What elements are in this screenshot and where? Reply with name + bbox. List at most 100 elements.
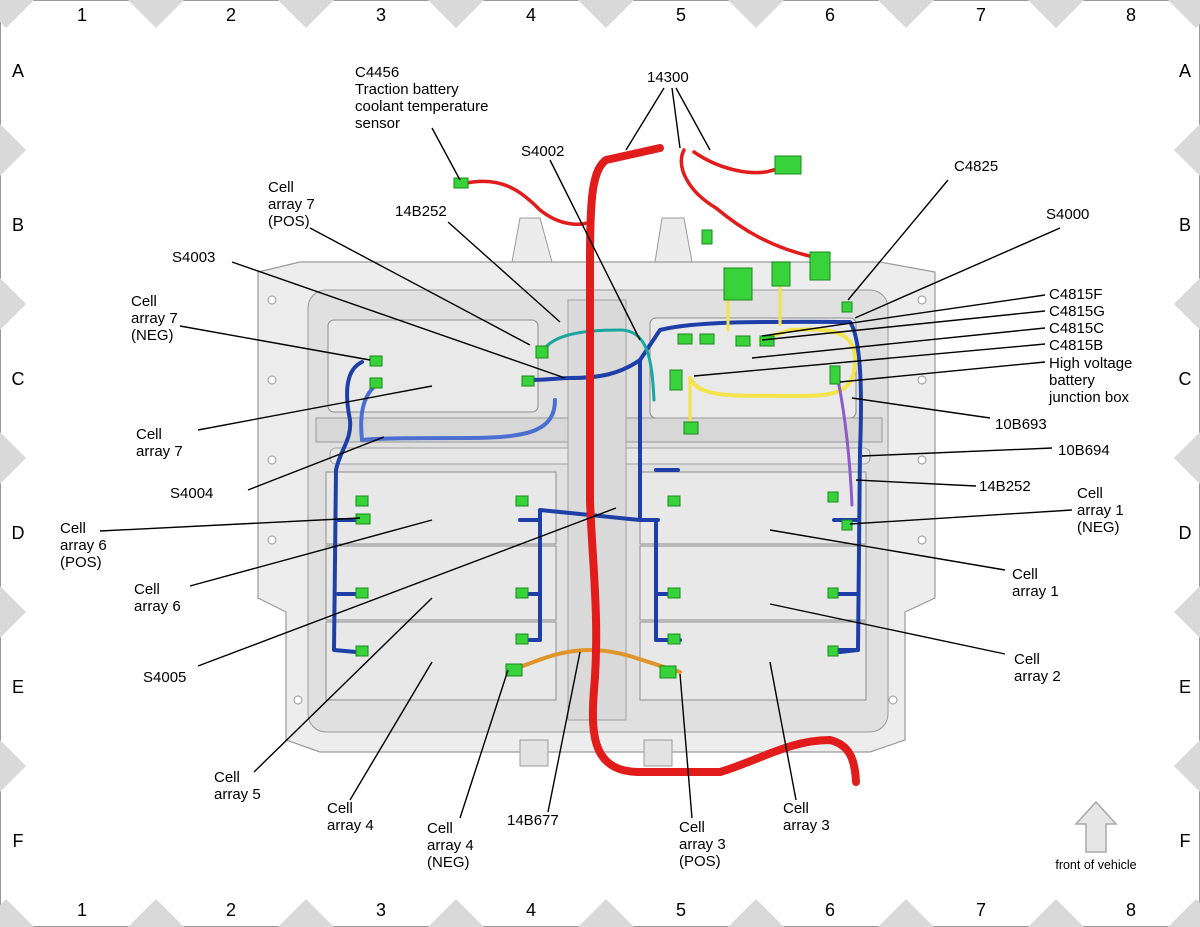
label-c4815b: C4815B: [1049, 337, 1103, 354]
label-cell1-neg: Cell array 1 (NEG): [1077, 485, 1128, 536]
connector-14300-end: [774, 155, 802, 175]
up-arrow-icon: [1074, 800, 1118, 853]
grid-col-4-bottom: 4: [526, 900, 536, 920]
harness-red-hv-14300: [586, 144, 860, 786]
grid-col-8-bottom: 8: [1126, 900, 1136, 920]
harnesses: [332, 144, 863, 786]
label-c4815g: C4815G: [1049, 303, 1105, 320]
leader-cell2: [769, 603, 1006, 655]
border-triangle-left: [0, 278, 26, 330]
grid-col-7: 7: [976, 5, 986, 25]
leader-10b694: [861, 447, 1053, 457]
harness-purple-10b693: [836, 378, 854, 507]
grid-col-6: 6: [825, 5, 835, 25]
border-markers-left: [0, 124, 26, 792]
label-s4003: S4003: [172, 249, 215, 266]
connector-cell4-mid: [515, 587, 529, 599]
side-rail-holes: [267, 295, 927, 705]
connectors: [355, 155, 853, 679]
leader-cell6-pos: [99, 517, 361, 532]
connector-cell6-a: [355, 495, 369, 507]
leader-cell1: [769, 529, 1006, 571]
connector-cell1-left: [667, 495, 681, 507]
border-triangle-top: [428, 0, 484, 28]
label-c4825: C4825: [954, 158, 998, 175]
tab-bottom-right: [643, 739, 673, 767]
border-markers-top: [0, 0, 1200, 28]
label-cell6-pos: Cell array 6 (POS): [60, 520, 111, 571]
label-cell7: Cell array 7: [136, 426, 183, 460]
grid-row-b: B: [12, 215, 24, 235]
border-triangle-top: [278, 0, 334, 28]
connector-c4815b: [759, 335, 775, 347]
grid-rows-left: A B C D E F: [12, 61, 25, 851]
leader-14b252-right: [855, 479, 977, 487]
grid-col-5: 5: [676, 5, 686, 25]
border-triangle-right: [1174, 586, 1200, 638]
harness-blue-main: [526, 319, 863, 654]
label-14300: 14300: [647, 69, 689, 86]
grid-row-a: A: [12, 61, 24, 81]
leader-s4000: [854, 227, 1061, 319]
connector-c4815-upper-left: [723, 267, 753, 301]
label-10b693: 10B693: [995, 416, 1047, 433]
border-markers-right: [1174, 124, 1200, 792]
grid-columns-top: 1 2 3 4 5 6 7 8: [77, 5, 1136, 25]
label-14b252-top: 14B252: [395, 203, 447, 220]
connector-c4815-upper-mid: [771, 261, 791, 287]
leader-cell5: [253, 597, 433, 773]
label-14b677: 14B677: [507, 812, 559, 829]
connector-cell3-upper: [667, 633, 681, 645]
border-triangle-bottom: [878, 899, 934, 927]
grid-col-1: 1: [77, 5, 87, 25]
label-c4456: C4456 Traction battery coolant temperatu…: [355, 64, 493, 132]
grid-col-1-bottom: 1: [77, 900, 87, 920]
leader-cell3-pos: [679, 673, 693, 819]
label-10b694: 10B694: [1058, 442, 1110, 459]
grid-row-e-right: E: [1179, 677, 1191, 697]
grid-col-2-bottom: 2: [226, 900, 236, 920]
border-triangle-top: [1028, 0, 1084, 28]
connector-14b252-top: [535, 345, 549, 359]
leader-s4003: [231, 261, 566, 379]
cell-array-5-module: [325, 545, 557, 621]
connector-cell4-upper: [515, 633, 529, 645]
leader-14300-b: [671, 87, 681, 149]
border-markers-bottom: [0, 899, 1200, 927]
harness-teal-14b252: [540, 328, 656, 402]
cell-array-2-module: [639, 545, 867, 621]
label-c4815f: C4815F: [1049, 286, 1102, 303]
grid-col-3-bottom: 3: [376, 900, 386, 920]
border-triangle-right: [1174, 432, 1200, 484]
grid-columns-bottom: 1 2 3 4 5 6 7 8: [77, 900, 1136, 920]
label-cell6: Cell array 6: [134, 581, 181, 615]
grid-row-d: D: [12, 523, 25, 543]
grid-row-f-right: F: [1180, 831, 1191, 851]
border-triangle-top: [128, 0, 184, 28]
label-cell4-neg: Cell array 4 (NEG): [427, 820, 478, 871]
grid-col-6-bottom: 6: [825, 900, 835, 920]
leader-c4456: [431, 127, 461, 181]
grid-row-f: F: [13, 831, 24, 851]
connector-c4825: [841, 301, 853, 313]
cell-array-7-module: [327, 319, 539, 413]
border-triangle-bottom: [428, 899, 484, 927]
grid-row-b-right: B: [1179, 215, 1191, 235]
grid-row-c: C: [12, 369, 25, 389]
label-s4004: S4004: [170, 485, 213, 502]
label-cell7-pos: Cell array 7 (POS): [268, 179, 319, 230]
leader-cell7: [197, 385, 433, 431]
connector-cell4-neg: [505, 663, 523, 677]
battery-tray: [257, 217, 936, 767]
connector-yellow-low: [683, 421, 699, 435]
connector-c4815f: [677, 333, 693, 345]
border-triangle-right: [1174, 278, 1200, 330]
border-triangle-bottom: [578, 899, 634, 927]
label-cell4: Cell array 4: [327, 800, 374, 834]
leader-cell4: [349, 661, 433, 801]
grid-col-8: 8: [1126, 5, 1136, 25]
leader-c4815b: [693, 343, 1046, 377]
leader-cell3: [769, 661, 797, 801]
label-14b252-right: 14B252: [979, 478, 1031, 495]
